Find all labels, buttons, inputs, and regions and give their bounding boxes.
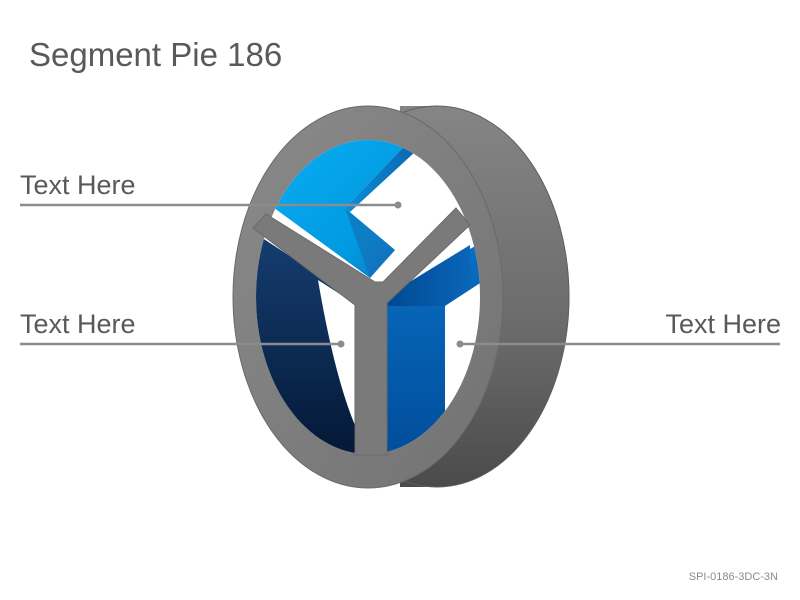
page-title: Segment Pie 186 [29, 36, 283, 73]
label-top-left-segment: Text Here [20, 170, 136, 200]
label-left-segment: Text Here [20, 309, 136, 339]
label-right-segment: Text Here [665, 309, 781, 339]
divider-spokes [252, 207, 471, 456]
slide-code: SPI-0186-3DC-3N [688, 571, 778, 583]
leader-lines [20, 201, 780, 348]
